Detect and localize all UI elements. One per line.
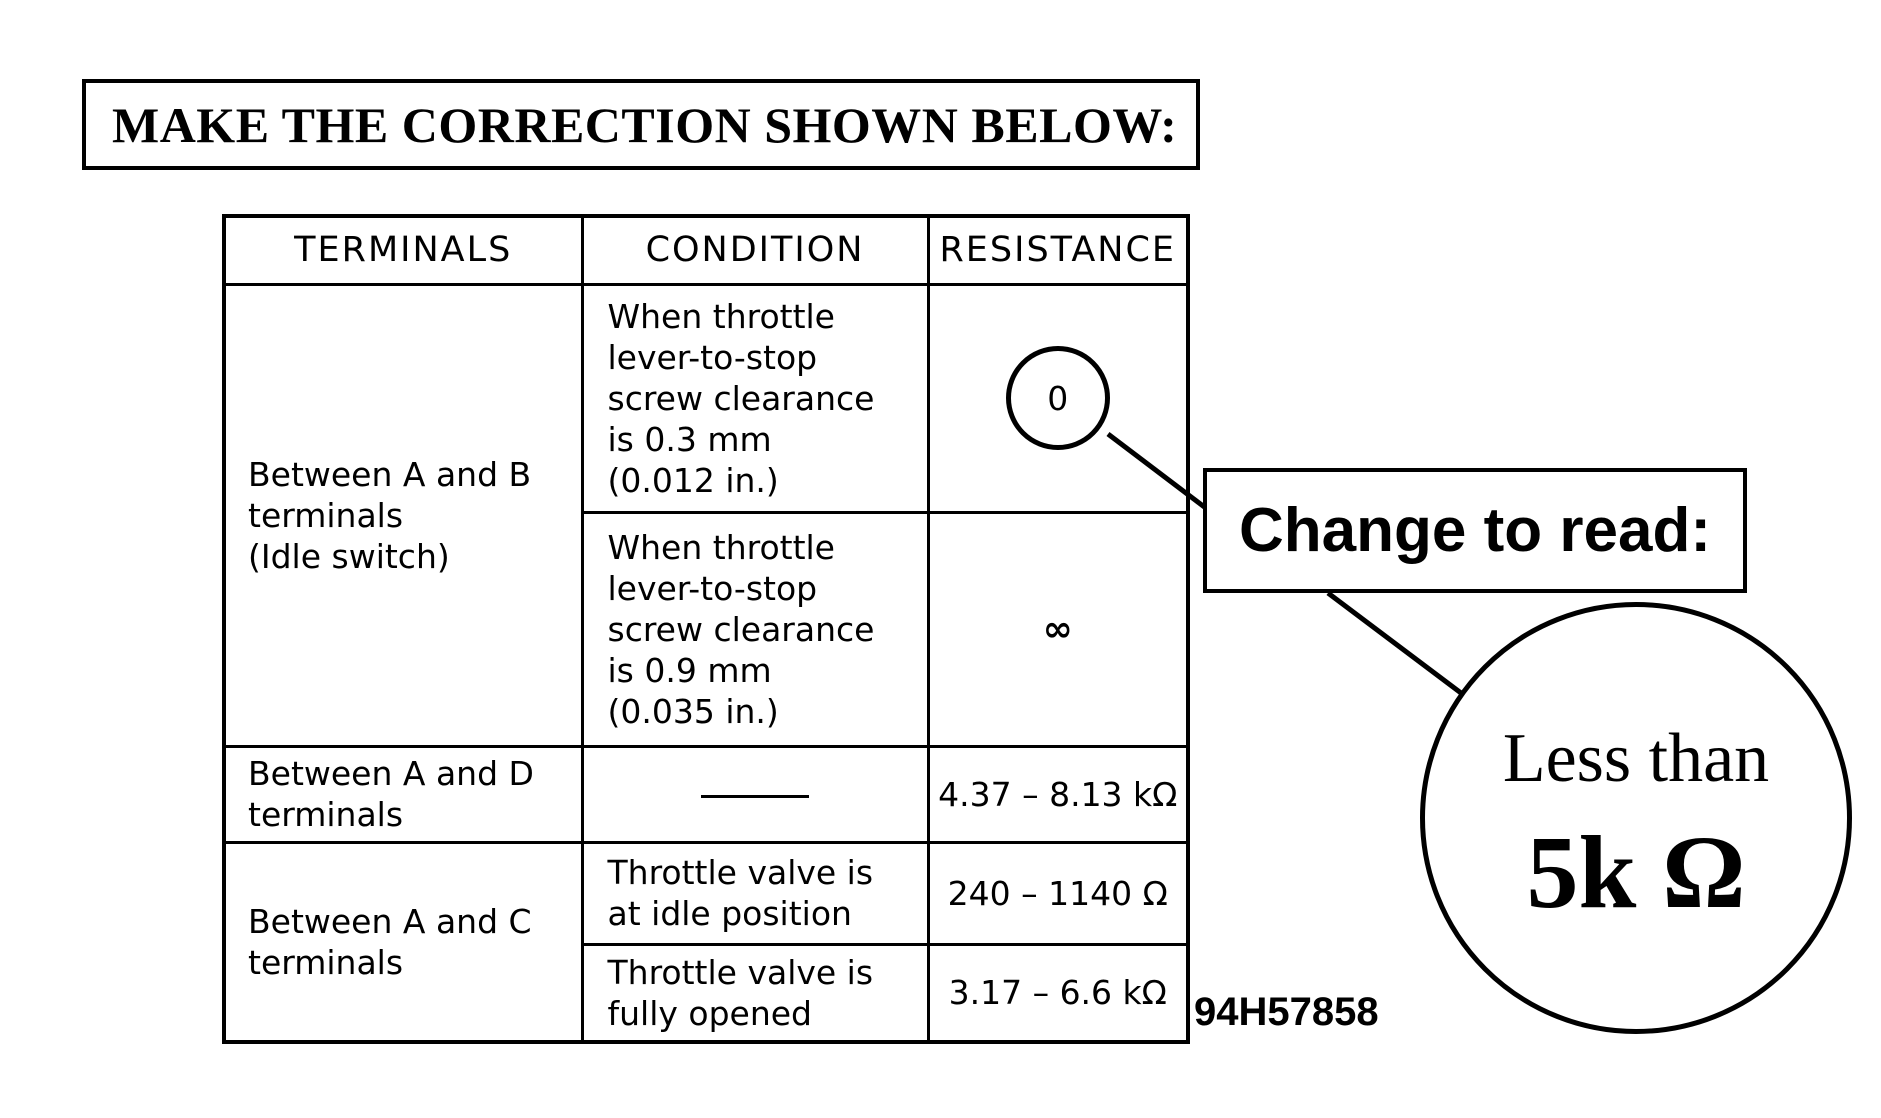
corrected-value-circle: Less than 5k Ω <box>1420 602 1852 1034</box>
table-row: When throttle lever-to-stop screw cleara… <box>224 510 1190 748</box>
terminals-a-c: Between A and C terminals <box>222 840 584 1044</box>
resistance-idle: 240 – 1140 Ω <box>926 840 1190 946</box>
change-to-read-box: Change to read: <box>1203 468 1747 593</box>
corrected-value-prefix: Less than <box>1502 720 1770 797</box>
figure-code: 94H57858 <box>1194 990 1379 1034</box>
header-condition: CONDITION <box>580 214 930 286</box>
resistance-a-d: 4.37 – 8.13 kΩ <box>926 744 1190 844</box>
header-resistance: RESISTANCE <box>926 214 1190 286</box>
condition-idle-position: Throttle valve is at idle position <box>580 840 930 946</box>
condition-clearance-0-9: When throttle lever-to-stop screw cleara… <box>580 510 930 748</box>
terminals-a-b: Between A and B terminals (Idle switch) <box>222 282 584 748</box>
table-row: Between A and D terminals 4.37 – 8.13 kΩ <box>222 744 1190 844</box>
resistance-fully-opened: 3.17 – 6.6 kΩ <box>926 942 1190 1044</box>
condition-fully-opened: Throttle valve is fully opened <box>580 942 930 1044</box>
header-terminals: TERMINALS <box>222 214 584 286</box>
table-header-row: TERMINALS CONDITION RESISTANCE <box>222 214 1190 286</box>
terminal-resistance-table: TERMINALS CONDITION RESISTANCE Between A… <box>222 214 1190 1044</box>
table-row: Between A and B terminals (Idle switch) … <box>222 282 1190 748</box>
resistance-cell-infinity: ∞ <box>926 510 1190 748</box>
correction-heading: MAKE THE CORRECTION SHOWN BELOW: <box>82 79 1200 170</box>
change-to-read-label: Change to read: <box>1239 496 1711 565</box>
resistance-cell-zero: 0 <box>926 282 1190 514</box>
terminals-a-d: Between A and D terminals <box>222 744 584 844</box>
table-row: Throttle valve is fully opened 3.17 – 6.… <box>224 942 1190 1044</box>
corrected-value: 5k Ω <box>1526 815 1746 930</box>
circled-zero-value: 0 <box>1005 346 1110 450</box>
condition-none <box>580 744 930 844</box>
condition-clearance-0-3: When throttle lever-to-stop screw cleara… <box>580 282 930 514</box>
table-row: Between A and C terminals Throttle valve… <box>222 840 1190 1044</box>
connector-label-to-circle <box>1326 591 1467 698</box>
heading-text: MAKE THE CORRECTION SHOWN BELOW: <box>112 96 1178 153</box>
infinity-value: ∞ <box>1042 608 1073 650</box>
no-condition-dash <box>701 794 809 798</box>
